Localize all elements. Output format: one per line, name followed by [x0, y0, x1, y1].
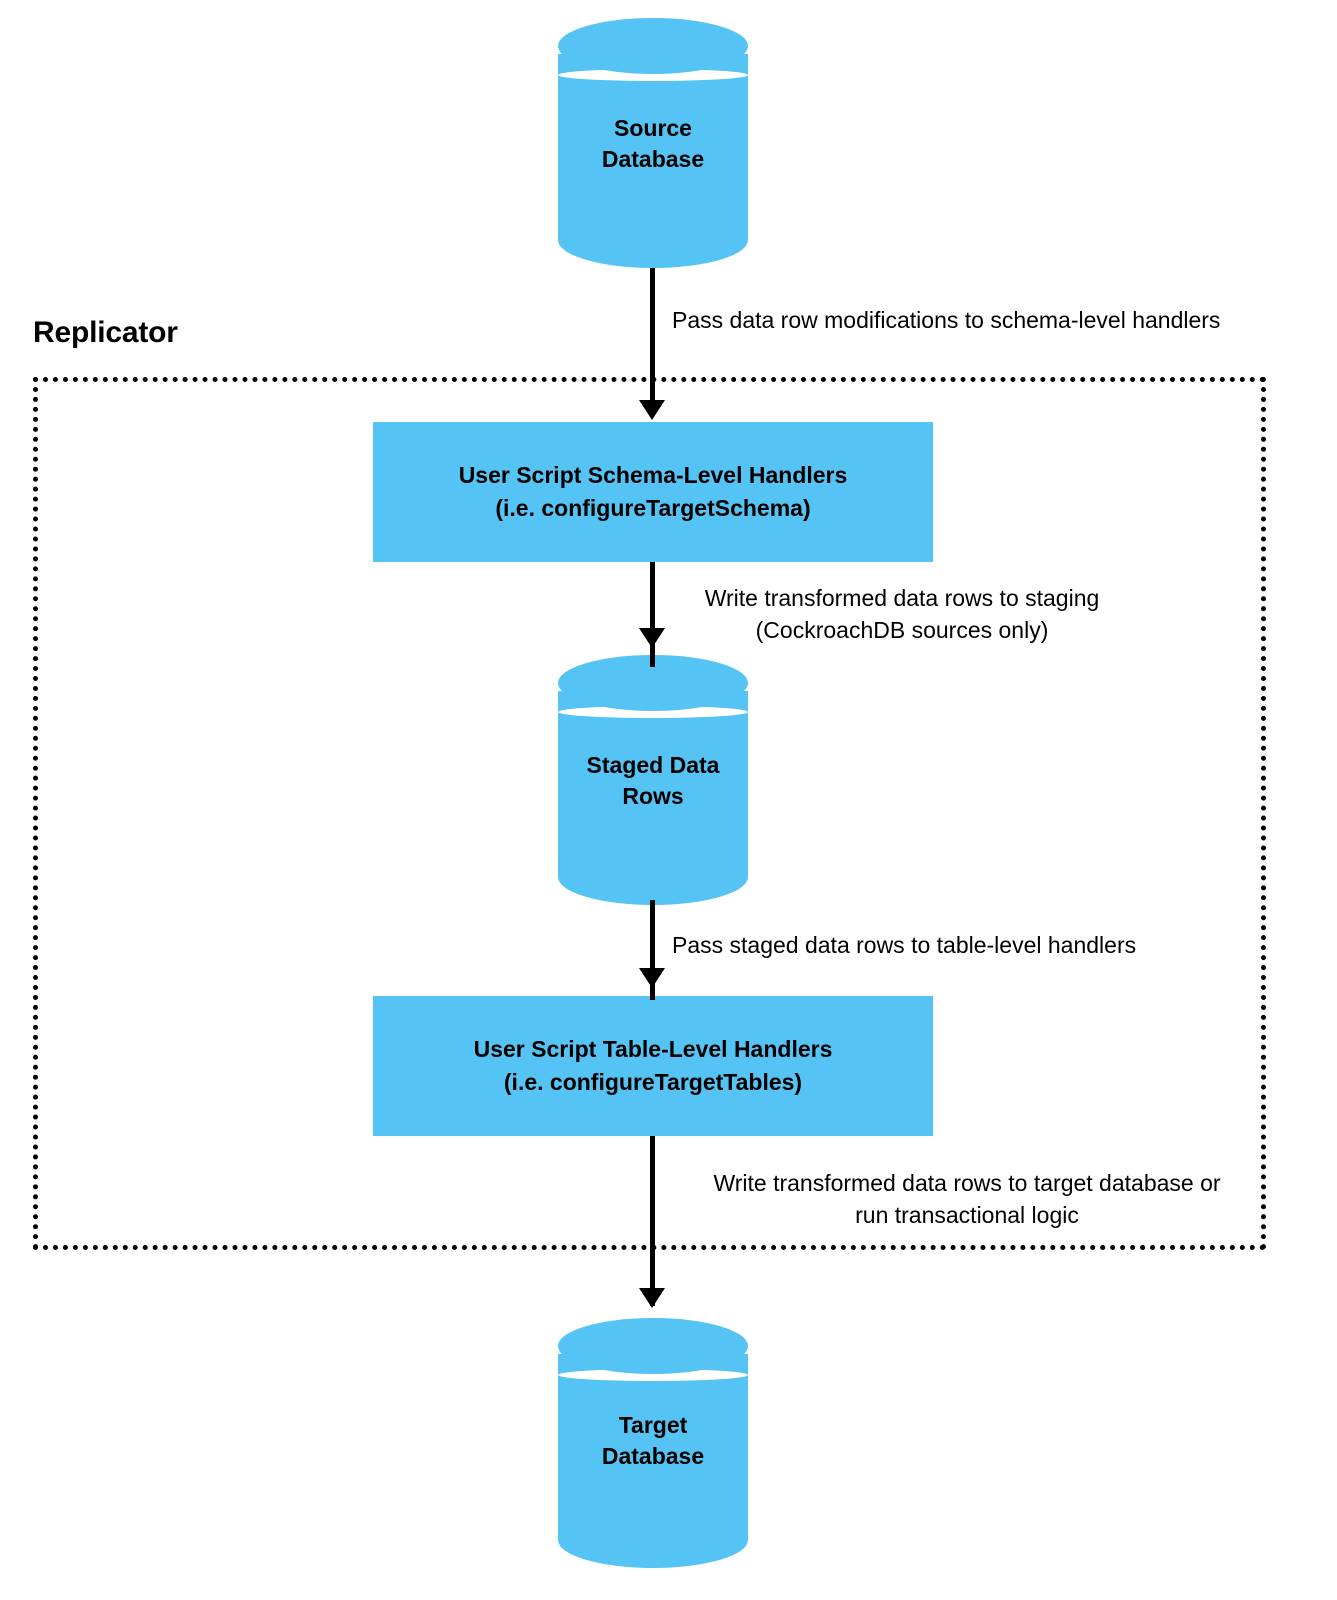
- edge-table-handlers-to-target-line: [650, 1136, 655, 1306]
- cylinder-rim-gap: [558, 1369, 748, 1381]
- cylinder-body: [558, 691, 748, 905]
- cylinder-rim-gap: [558, 706, 748, 718]
- cylinder-top-ellipse: [558, 1318, 748, 1374]
- node-target-database-label: Target Database: [601, 1412, 705, 1470]
- edge-schema-handlers-to-staging-line: [650, 562, 655, 667]
- edge-source-to-schema-handlers-arrowhead: [639, 400, 665, 420]
- edge-staging-to-table-handlers-label: Pass staged data rows to table-level han…: [672, 932, 1137, 958]
- edge-staging-to-table-handlers-arrowhead: [639, 968, 665, 988]
- node-source-database-label: Source Database: [601, 115, 705, 173]
- cylinder-body: [558, 54, 748, 268]
- node-table-level-handlers: User Script Table-Level Handlers (i.e. c…: [373, 996, 933, 1136]
- replicator-container-label: Replicator: [33, 316, 178, 349]
- edge-source-to-schema-handlers-label: Pass data row modifications to schema-le…: [672, 307, 1221, 333]
- node-schema-level-handlers-label: User Script Schema-Level Handlers (i.e. …: [458, 462, 848, 521]
- edge-source-to-schema-handlers-line: [650, 268, 655, 408]
- edge-table-handlers-to-target-arrowhead: [639, 1288, 665, 1308]
- edge-schema-handlers-to-staging-arrowhead: [639, 628, 665, 648]
- node-target-database: Target Database: [558, 1318, 748, 1568]
- cylinder-top-ellipse: [558, 18, 748, 74]
- replicator-container-border: [33, 377, 1266, 1250]
- edge-table-handlers-to-target-label: Write transformed data rows to target da…: [713, 1170, 1221, 1228]
- node-table-level-handlers-label: User Script Table-Level Handlers (i.e. c…: [473, 1036, 833, 1095]
- cylinder-rim-gap: [558, 69, 748, 81]
- node-schema-level-handlers: User Script Schema-Level Handlers (i.e. …: [373, 422, 933, 562]
- cylinder-body: [558, 1354, 748, 1568]
- node-staged-data-rows: Staged Data Rows: [558, 655, 748, 905]
- edge-staging-to-table-handlers-line: [650, 900, 655, 1000]
- edge-schema-handlers-to-staging-label: Write transformed data rows to staging (…: [704, 585, 1100, 643]
- node-source-database: Source Database: [558, 18, 748, 268]
- node-staged-data-rows-label: Staged Data Rows: [586, 752, 720, 810]
